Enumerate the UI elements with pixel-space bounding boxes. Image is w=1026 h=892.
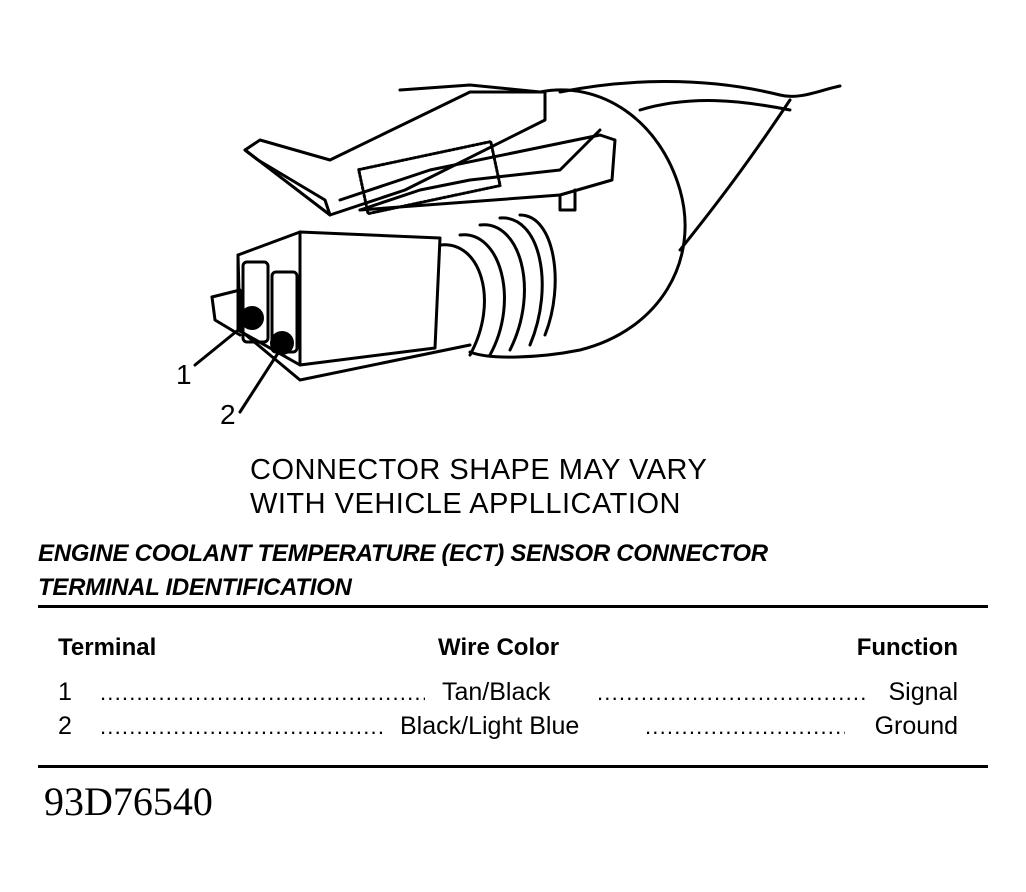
row-2-function: Ground: [874, 712, 958, 740]
seal-ring: [458, 233, 506, 357]
callout-2: 2: [220, 399, 236, 430]
row-2-leader-dots-2: .................................: [645, 714, 845, 739]
row-1-leader-dots: ........................................…: [100, 680, 425, 705]
leader-1: [193, 320, 250, 367]
table-bottom-rule: [38, 765, 988, 768]
row-2-wire-color: Black/Light Blue: [400, 712, 580, 740]
latch-slot: [243, 148, 332, 217]
wire: [678, 98, 792, 252]
connector-housing: [468, 88, 687, 359]
connector-illustration: 1 2: [176, 80, 842, 430]
wire: [638, 99, 792, 112]
seal-ring: [498, 216, 544, 347]
header-wire-color: Wire Color: [438, 634, 560, 661]
wire: [558, 80, 842, 98]
row-1-function: Signal: [888, 678, 959, 706]
row-1-leader-dots-2: ........................................…: [597, 680, 867, 705]
terminal-cavity-1: [241, 260, 270, 344]
rib-slot: [357, 140, 502, 216]
connector-lip: [210, 288, 472, 382]
seal-ring: [478, 223, 526, 352]
header-function: Function: [856, 634, 958, 661]
callout-1: 1: [176, 359, 192, 390]
note-line-1: CONNECTOR SHAPE MAY VARY: [250, 454, 708, 486]
seal-ring: [438, 243, 486, 357]
latch-rail: [358, 128, 602, 212]
latch-rail: [358, 188, 577, 212]
row-1-terminal: 1: [58, 678, 72, 706]
table-title-line-2: TERMINAL IDENTIFICATION: [38, 574, 352, 601]
leader-2: [238, 348, 282, 414]
connector-lip: [210, 295, 242, 337]
figure-id: 93D76540: [44, 779, 213, 824]
latch: [243, 90, 547, 217]
seal-ring: [518, 213, 557, 337]
terminal-2-dot: [270, 331, 294, 355]
row-2-leader-dots: ........................................…: [100, 714, 385, 739]
note-line-2: WITH VEHICLE APPLLICATION: [250, 488, 681, 520]
latch-rail: [338, 133, 617, 202]
table-top-rule: [38, 605, 988, 608]
header-terminal: Terminal: [58, 634, 157, 661]
row-1-wire-color: Tan/Black: [442, 678, 551, 706]
row-2-terminal: 2: [58, 712, 72, 740]
table-title-line-1: ENGINE COOLANT TEMPERATURE (ECT) SENSOR …: [38, 540, 768, 567]
connector-housing: [398, 83, 542, 94]
terminal-1-dot: [240, 306, 264, 330]
